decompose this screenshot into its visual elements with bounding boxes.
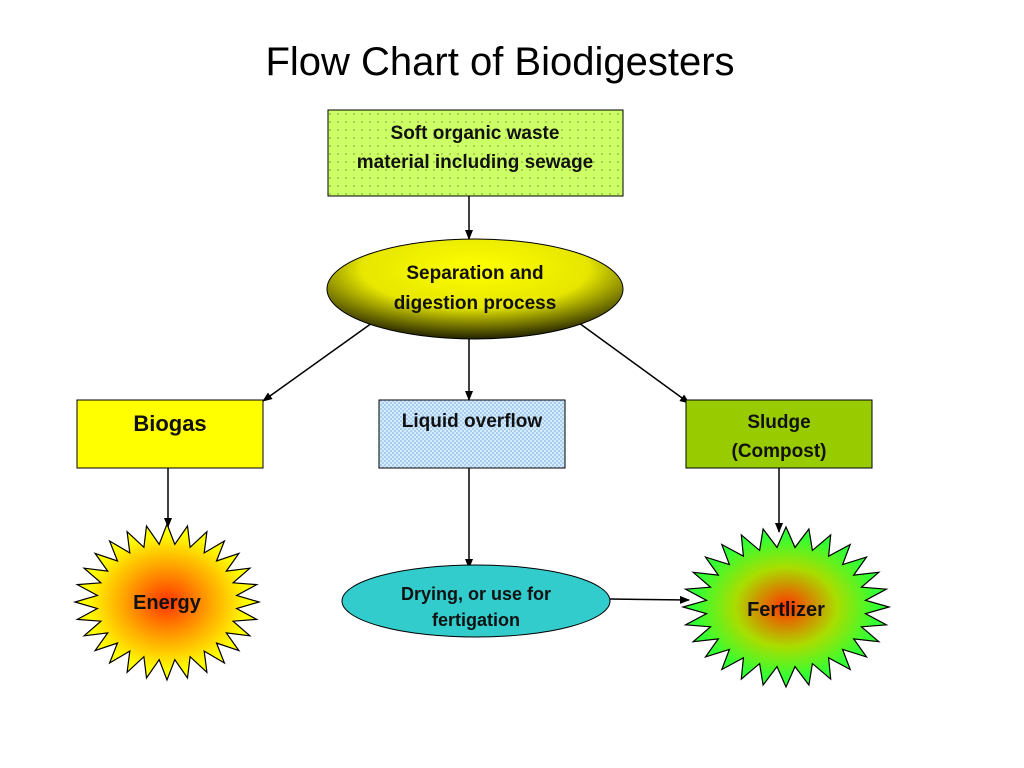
biogas-label: Biogas	[133, 411, 206, 436]
liquid-box	[378, 399, 566, 469]
node-fertilizer: Fertlizer	[680, 525, 892, 689]
node-sludge: Sludge (Compost)	[685, 399, 873, 469]
diagram-title: Flow Chart of Biodigesters	[265, 40, 735, 84]
edge-process-sludge	[578, 322, 690, 404]
sludge-label-line1: Sludge	[747, 412, 810, 433]
node-energy: Energy	[72, 522, 262, 682]
input-label-line1: Soft organic waste	[391, 123, 560, 144]
drying-ellipse	[341, 564, 611, 638]
liquid-label: Liquid overflow	[402, 411, 543, 432]
edges	[164, 176, 783, 604]
node-drying: Drying, or use for fertigation	[341, 564, 611, 638]
node-biogas: Biogas	[76, 399, 264, 469]
node-process: Separation and digestion process	[326, 238, 624, 340]
drying-label-line2: fertigation	[432, 610, 520, 630]
energy-label: Energy	[133, 592, 202, 614]
fertilizer-starburst	[680, 525, 892, 689]
energy-starburst	[72, 522, 262, 682]
node-liquid: Liquid overflow	[378, 399, 566, 469]
input-label-line2: material including sewage	[357, 152, 594, 173]
drying-label-line1: Drying, or use for	[401, 584, 551, 604]
process-label-line2: digestion process	[394, 293, 557, 314]
process-ellipse	[326, 238, 624, 340]
process-label-line1: Separation and	[406, 263, 543, 284]
sludge-box	[685, 399, 873, 469]
edge-drying-fertilizer	[609, 595, 690, 604]
sludge-label-line2: (Compost)	[732, 441, 827, 462]
edge-process-biogas	[262, 322, 373, 402]
fertilizer-label: Fertlizer	[747, 599, 825, 621]
biogas-box	[76, 399, 264, 469]
input-box	[327, 109, 624, 197]
node-input: Soft organic waste material including se…	[327, 109, 624, 197]
